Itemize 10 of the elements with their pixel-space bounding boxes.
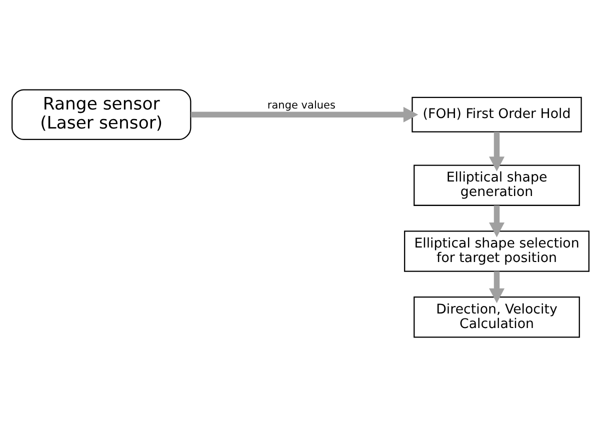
node-box: Range sensor (Laser sensor) — [12, 88, 192, 140]
node-box: Elliptical shape selection for target position — [404, 230, 590, 272]
arrow — [489, 131, 504, 171]
node-box: Elliptical shape generation — [414, 164, 580, 206]
arrow — [190, 106, 418, 122]
arrow — [489, 270, 504, 303]
edge-label: range values — [267, 99, 336, 112]
arrow — [489, 204, 504, 237]
node-box: Direction, Velocity Calculation — [414, 296, 580, 338]
node-box: (FOH) First Order Hold — [412, 96, 582, 132]
